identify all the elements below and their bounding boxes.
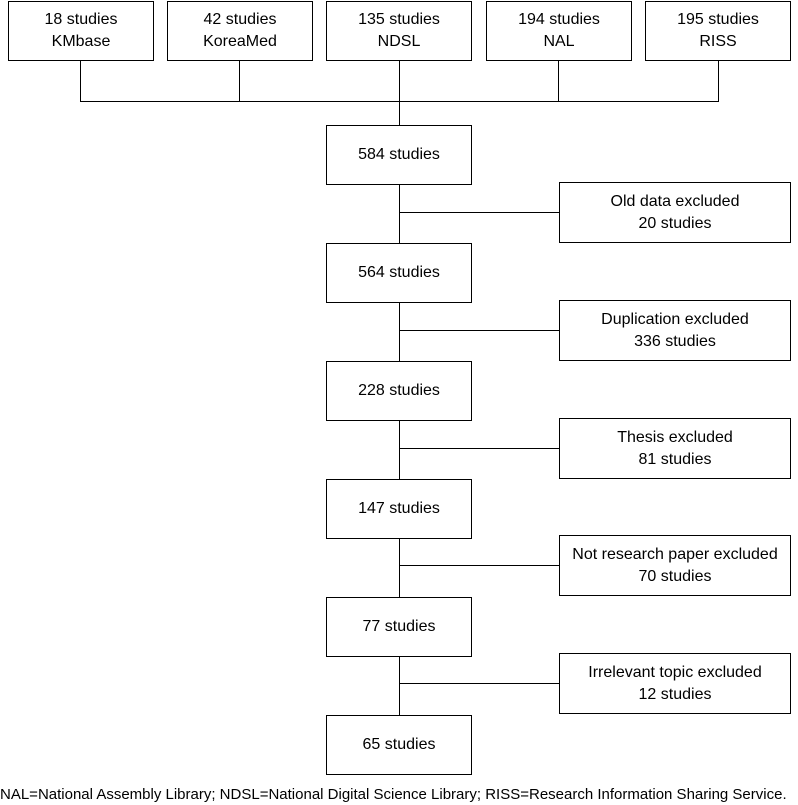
exclusion-reason: Duplication excluded [601,310,749,328]
flow-arrow-line [399,102,400,125]
source-count: 195 studies [677,11,759,28]
flow-arrow-line [399,657,400,715]
exclusion-reason: Not research paper excluded [572,545,778,563]
step-label: 77 studies [362,618,436,635]
exclusion-count: 12 studies [638,685,712,703]
flow-arrow-line [399,421,400,479]
exclusion-box-not-research-paper: Not research paper excluded 70 studies [559,535,791,596]
exclusion-reason: Thesis excluded [617,428,733,446]
exclusion-count: 81 studies [638,450,712,468]
footnote: NAL=National Assembly Library; NDSL=Nati… [0,786,787,803]
source-name: KoreaMed [203,33,277,50]
source-box-riss: 195 studies RISS [645,1,791,61]
step-label: 584 studies [358,146,440,163]
flow-arrow-line [399,185,400,243]
source-count: 42 studies [203,11,277,28]
source-drop-line [718,61,719,102]
step-label: 65 studies [362,736,436,753]
source-name: NAL [543,33,575,50]
step-box-584: 584 studies [326,125,472,185]
step-label: 147 studies [358,500,440,517]
exclusion-branch-line [399,212,559,213]
exclusion-branch-line [399,330,559,331]
step-label: 228 studies [358,382,440,399]
exclusion-reason: Irrelevant topic excluded [588,663,762,681]
source-merge-line [80,101,719,102]
exclusion-box-irrelevant-topic: Irrelevant topic excluded 12 studies [559,653,791,714]
step-box-65: 65 studies [326,715,472,775]
source-drop-line [80,61,81,102]
source-drop-line [239,61,240,102]
exclusion-count: 70 studies [638,567,712,585]
exclusion-count: 336 studies [634,332,716,350]
exclusion-box-duplication: Duplication excluded 336 studies [559,300,791,361]
flow-arrow-line [399,539,400,597]
source-name: RISS [699,33,737,50]
source-box-nal: 194 studies NAL [486,1,632,61]
exclusion-reason: Old data excluded [610,192,740,210]
source-box-ndsl: 135 studies NDSL [326,1,472,61]
step-label: 564 studies [358,264,440,281]
exclusion-branch-line [399,448,559,449]
source-name: NDSL [377,33,421,50]
step-box-228: 228 studies [326,361,472,421]
source-name: KMbase [51,33,111,50]
flow-arrow-line [399,303,400,361]
source-drop-line [399,61,400,102]
source-drop-line [558,61,559,102]
source-count: 135 studies [358,11,440,28]
source-box-kmbase: 18 studies KMbase [8,1,154,61]
step-box-147: 147 studies [326,479,472,539]
source-box-koreamed: 42 studies KoreaMed [167,1,313,61]
exclusion-count: 20 studies [638,214,712,232]
exclusion-box-old-data: Old data excluded 20 studies [559,182,791,243]
source-count: 194 studies [518,11,600,28]
step-box-564: 564 studies [326,243,472,303]
exclusion-box-thesis: Thesis excluded 81 studies [559,418,791,479]
exclusion-branch-line [399,683,559,684]
source-count: 18 studies [44,11,118,28]
exclusion-branch-line [399,565,559,566]
step-box-77: 77 studies [326,597,472,657]
